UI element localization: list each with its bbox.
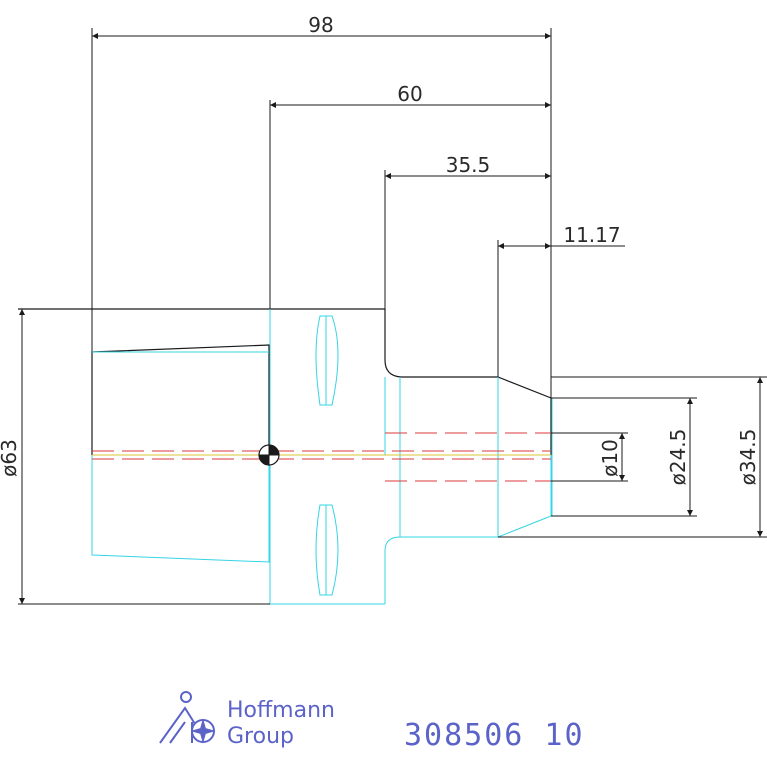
dimension-11-17 (497, 240, 625, 378)
dimension-dia-63-label: ø63 (0, 439, 21, 477)
dimension-dia-10 (551, 432, 628, 482)
centerlines (92, 432, 551, 482)
dimension-dia-10-label: ø10 (598, 439, 622, 477)
dimension-dia-24-5-label: ø24.5 (666, 429, 690, 486)
dimension-dia-34-5-label: ø34.5 (736, 429, 760, 486)
part-outline (18, 308, 552, 455)
dimension-60-label: 60 (397, 82, 422, 106)
dimension-11-17-label: 11.17 (563, 223, 620, 247)
hidden-lines (91, 309, 553, 605)
brand-line2: Group (227, 724, 294, 749)
dimension-dia-24-5 (551, 397, 697, 517)
brand-line1: Hoffmann (227, 698, 335, 723)
dimension-35-5-label: 35.5 (446, 153, 491, 177)
dimension-98-label: 98 (308, 13, 333, 37)
dimension-dia-63 (18, 309, 270, 605)
origin-symbol (258, 444, 280, 466)
dimension-60 (269, 100, 551, 310)
dimension-dia-34-5 (498, 376, 767, 538)
part-number: 308506 10 (404, 718, 585, 753)
hoffmann-logo-icon (159, 691, 216, 744)
dimension-35-5 (384, 170, 551, 310)
dimension-98 (91, 28, 552, 455)
